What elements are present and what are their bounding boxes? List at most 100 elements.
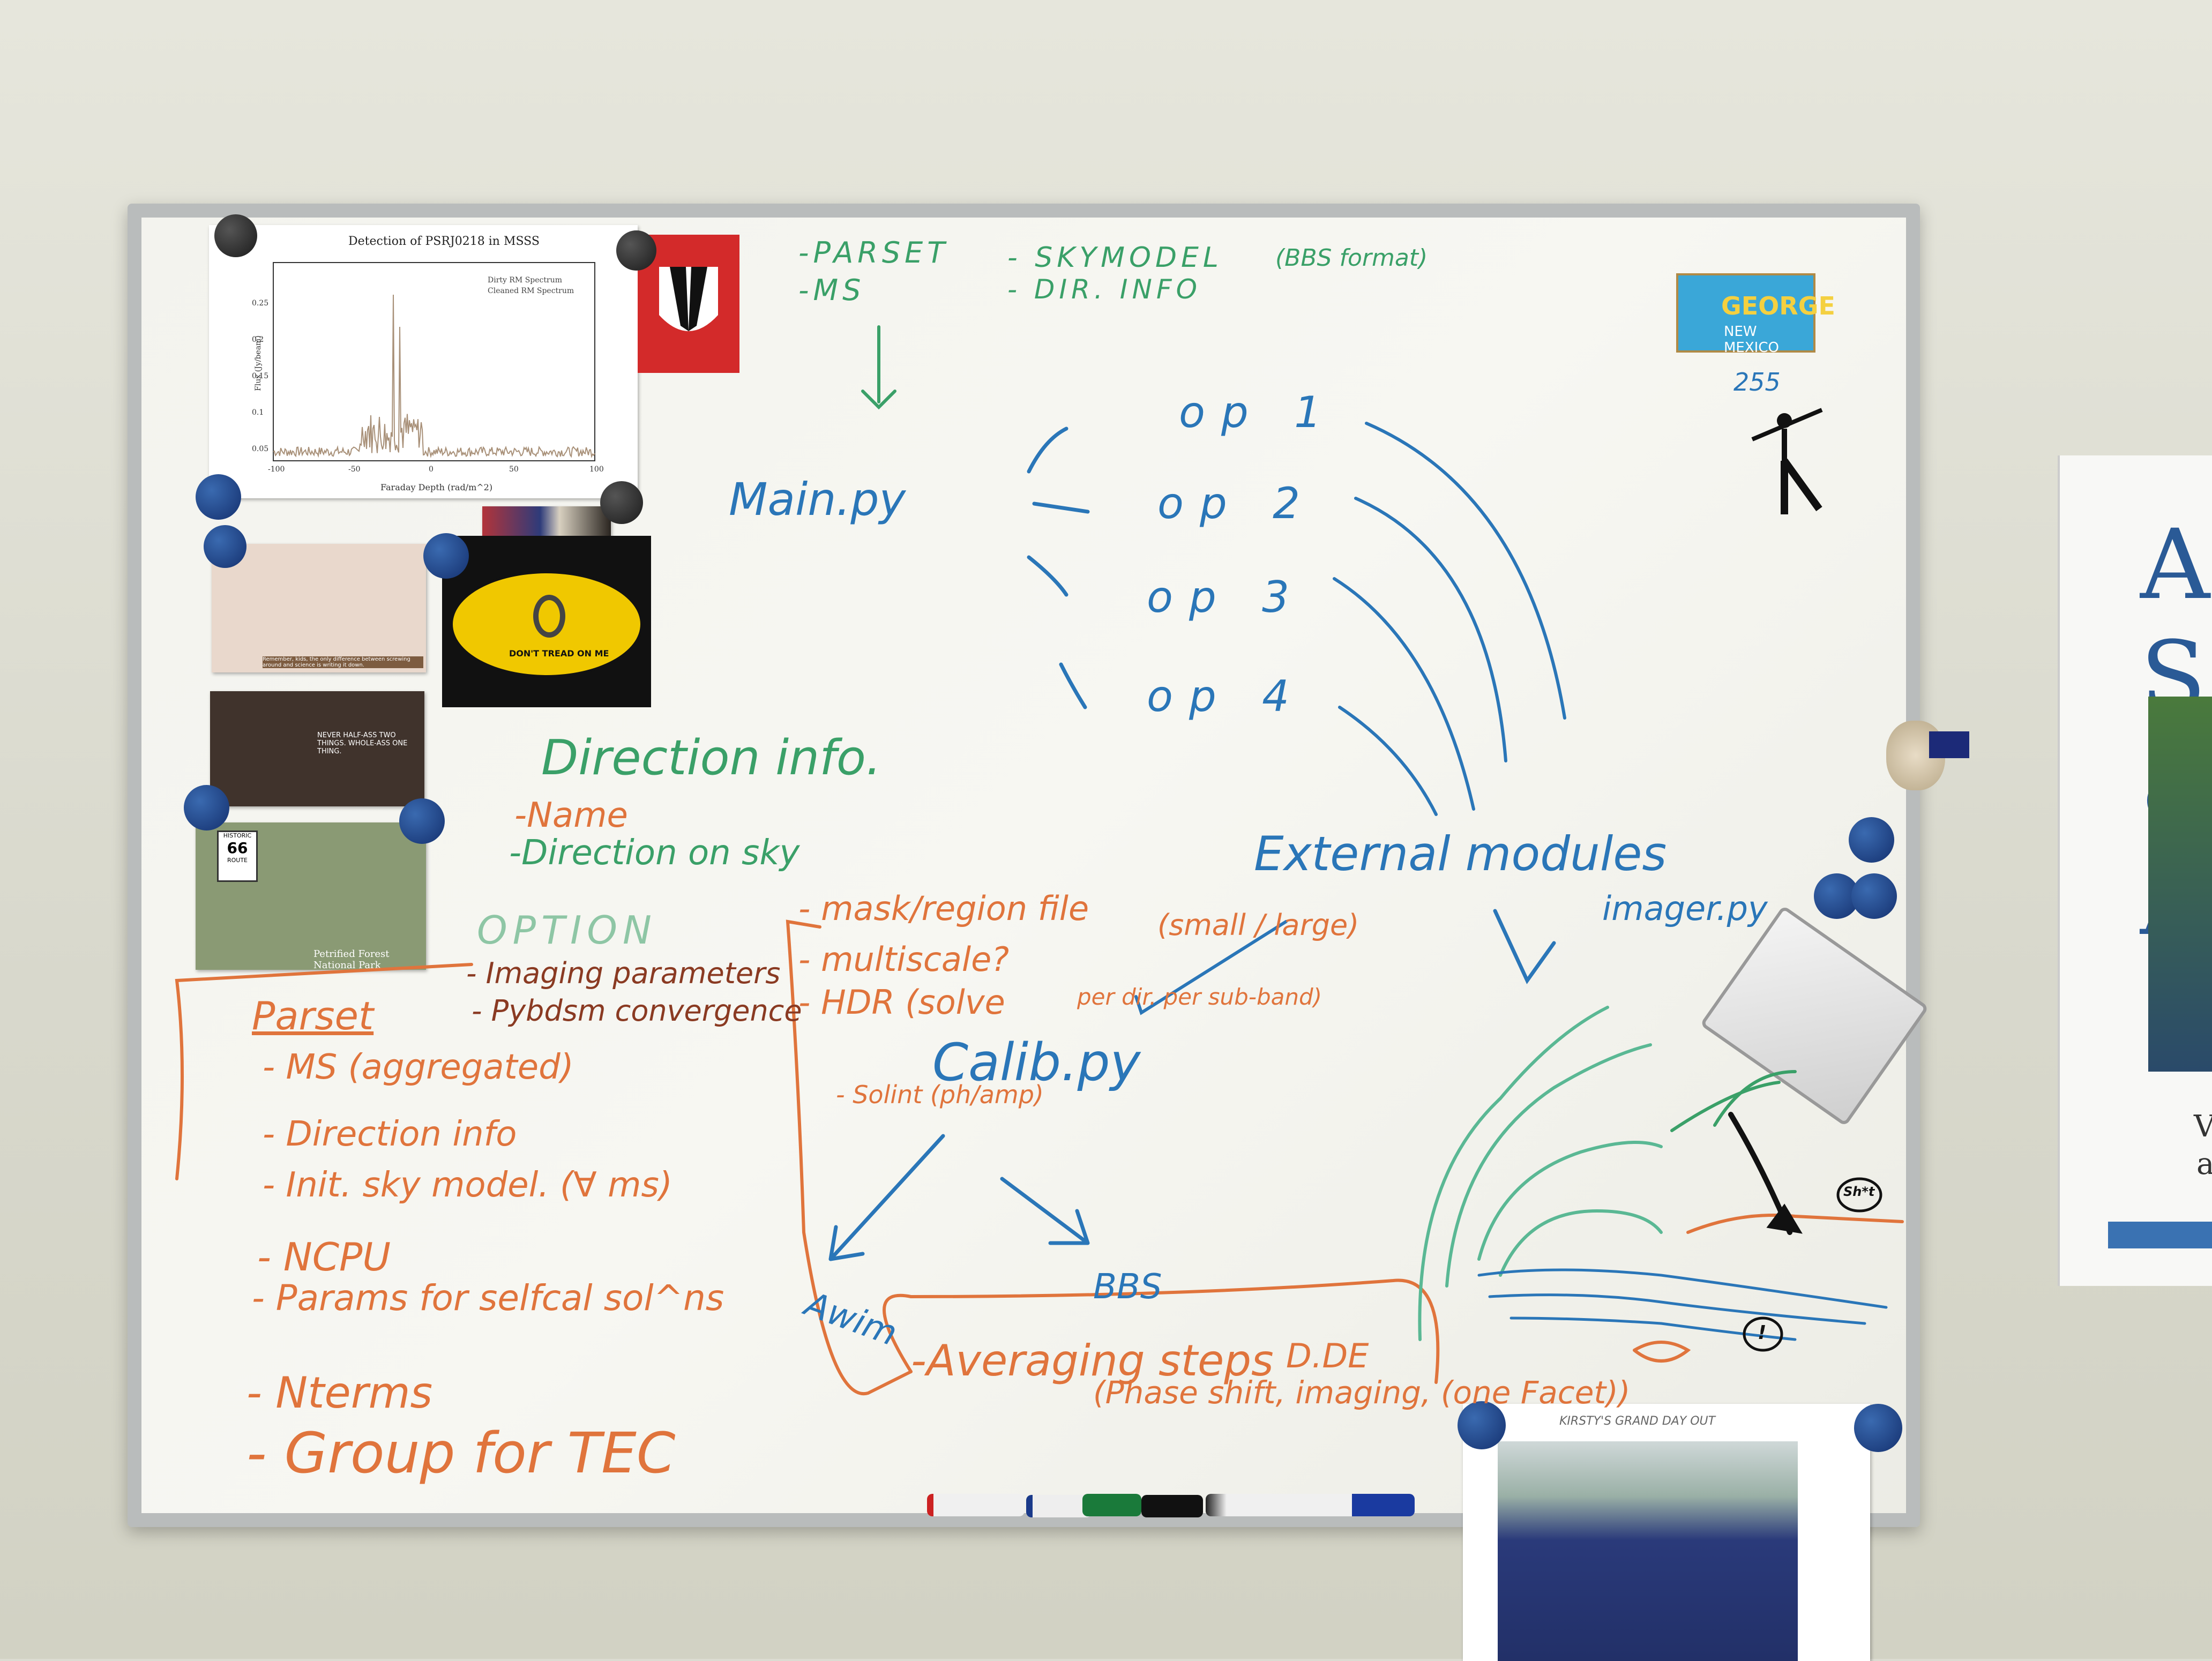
marker-blue-1[interactable] <box>1026 1495 1092 1517</box>
quote-2: NEVER HALF-ASS TWO THINGS. WHOLE-ASS ONE… <box>317 731 408 755</box>
photo-scientist: Remember, kids, the only difference betw… <box>212 544 426 672</box>
text-small-large: (small / large) <box>1157 908 1359 942</box>
text-ms-header: -MS <box>798 273 865 307</box>
magnet[interactable] <box>1458 1401 1506 1449</box>
snake-icon <box>533 595 565 638</box>
plot-xtick: 100 <box>589 465 604 474</box>
text-params-selfcal: - Params for selfcal sol^ns <box>252 1277 724 1319</box>
text-direction-on-sky: -Direction on sky <box>509 833 800 873</box>
wall-poster: A S & A S V a <box>2058 455 2212 1286</box>
marker-red[interactable] <box>927 1494 1025 1516</box>
route66-sign: HISTORIC 66 ROUTE <box>217 830 258 882</box>
route66-num: 66 <box>227 839 248 857</box>
text-ms-aggregated: - MS (aggregated) <box>263 1048 574 1087</box>
plot-xtick: -100 <box>268 465 285 474</box>
badger-face-icon <box>659 267 718 331</box>
plot-ytick: 0.25 <box>252 299 269 308</box>
text-calib-py: Calib.py <box>932 1032 1141 1093</box>
text-init-sky-model: - Init. sky model. (∀ ms) <box>263 1165 672 1205</box>
text-skymodel-header: - SKYMODEL <box>1007 242 1223 274</box>
text-group-for-tec: - Group for TEC <box>246 1420 676 1486</box>
gadsden-sticker: DON'T TREAD ON ME <box>442 536 651 707</box>
car-caption: KIRSTY'S GRAND DAY OUT <box>1559 1415 1716 1428</box>
magnet[interactable] <box>184 785 229 830</box>
marker-green[interactable] <box>1082 1494 1141 1516</box>
plot-ytick: 0.2 <box>252 335 264 344</box>
magnet[interactable] <box>1854 1404 1902 1452</box>
plot-ytick: 0.15 <box>252 372 269 380</box>
magnet[interactable] <box>616 230 656 271</box>
plate-name: GEORGE <box>1721 291 1835 320</box>
text-imaging-parameters: - Imaging parameters <box>466 956 781 990</box>
magnet[interactable] <box>1849 817 1894 863</box>
text-op2: op 2 <box>1157 478 1317 528</box>
plot-legend-1: Dirty RM Spectrum <box>488 276 562 285</box>
exclaim-bubble: ! <box>1758 1322 1767 1344</box>
text-op4: op 4 <box>1147 671 1306 721</box>
text-pybdsm-convergence: - Pybdsm convergence <box>472 994 802 1028</box>
text-nterms: - Nterms <box>246 1368 433 1418</box>
gadsden-text: DON'T TREAD ON ME <box>509 648 609 659</box>
plot-chart <box>273 262 595 461</box>
route66-bottom: ROUTE <box>227 857 248 864</box>
text-op1: op 1 <box>1179 387 1338 437</box>
text-ncpu: - NCPU <box>257 1234 391 1280</box>
marker-black[interactable] <box>1141 1495 1203 1517</box>
text-bbs: BBS <box>1093 1267 1162 1307</box>
text-parset: Parset <box>252 993 374 1038</box>
text-per-sub-band: per dir. per sub-band) <box>1077 984 1322 1010</box>
text-bbs-note: (BBS format) <box>1275 244 1428 272</box>
plate-state: NEW MEXICO <box>1724 324 1779 356</box>
poster-tail-1: V <box>2194 1109 2212 1144</box>
text-dde: D.DE <box>1286 1336 1369 1375</box>
magnet[interactable] <box>214 214 257 257</box>
poster-bar <box>2108 1222 2212 1248</box>
postcard-caption: Petrified Forest National Park <box>313 948 390 971</box>
magnet[interactable] <box>423 533 469 579</box>
text-imager-py: imager.py <box>1602 889 1768 928</box>
gadsden-oval: DON'T TREAD ON ME <box>450 571 643 678</box>
magnet[interactable] <box>1851 873 1897 919</box>
plot-ytick: 0.05 <box>252 445 269 453</box>
text-multiscale: - multiscale? <box>798 940 1010 979</box>
badger-sticker <box>638 235 739 373</box>
plot-legend-2: Cleaned RM Spectrum <box>488 287 574 295</box>
magnet[interactable] <box>204 525 246 568</box>
text-averaging-steps: -Averaging steps <box>911 1336 1274 1386</box>
plot-title: Detection of PSRJ0218 in MSSS <box>348 235 540 248</box>
text-hdr: - HDR (solve <box>798 983 1005 1022</box>
magnet[interactable] <box>600 481 643 524</box>
magnet[interactable] <box>399 798 445 844</box>
plot-xlabel: Faraday Depth (rad/m^2) <box>380 482 493 492</box>
quote-1: Remember, kids, the only difference betw… <box>263 656 423 668</box>
text-main-py: Main.py <box>729 473 906 526</box>
poster-image <box>2148 697 2212 1072</box>
text-mask-region: - mask/region file <box>798 889 1089 928</box>
car-image <box>1498 1441 1798 1661</box>
text-solint: - Solint (ph/amp) <box>836 1080 1044 1109</box>
text-name: -Name <box>514 796 628 835</box>
text-dir-info-header: - DIR. INFO <box>1007 274 1201 305</box>
photo-ron: NEVER HALF-ASS TWO THINGS. WHOLE-ASS ONE… <box>210 691 424 806</box>
plot-xtick: 50 <box>509 465 519 474</box>
shit-bubble: Sh*t <box>1843 1184 1875 1199</box>
text-option: OPTION <box>477 908 657 953</box>
magnet[interactable] <box>196 474 241 520</box>
text-parset-header: -PARSET <box>798 236 950 270</box>
plot-xtick: 0 <box>429 465 434 474</box>
route66-top: HISTORIC <box>223 832 252 839</box>
text-direction-info-orange: - Direction info <box>263 1114 517 1154</box>
stickman-label: 255 <box>1733 368 1781 396</box>
pinned-plot: Detection of PSRJ0218 in MSSS Dirty RM S… <box>209 225 638 498</box>
plot-ytick: 0.1 <box>252 408 264 417</box>
text-direction-info: Direction info. <box>541 730 881 786</box>
text-phase-shift: (Phase shift, imaging, (one Facet)) <box>1093 1374 1631 1411</box>
license-plate-magnet: GEORGE NEW MEXICO <box>1676 273 1835 356</box>
marker-blue-2[interactable] <box>1206 1494 1415 1516</box>
plot-xtick: -50 <box>348 465 361 474</box>
poster-tail-2: a <box>2196 1147 2212 1181</box>
text-op3: op 3 <box>1147 572 1306 622</box>
postcard-route66: HISTORIC 66 ROUTE Petrified Forest Natio… <box>196 822 426 971</box>
text-external-modules: External modules <box>1254 826 1667 881</box>
